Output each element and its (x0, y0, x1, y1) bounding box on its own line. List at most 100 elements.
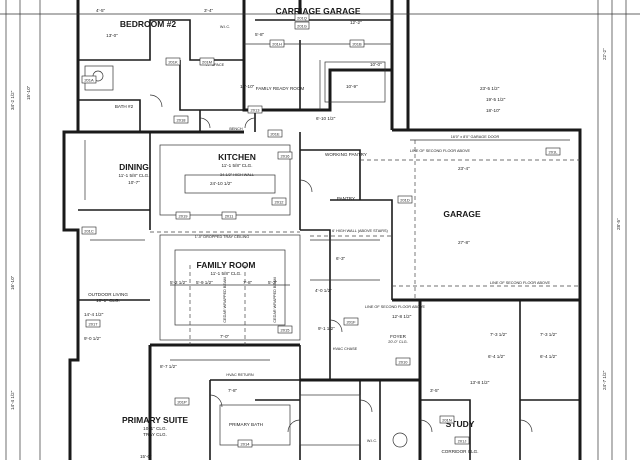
tag-2013: 2013 (247, 105, 263, 114)
note-second-floor-1: LINE OF SECOND FLOOR ABOVE (410, 149, 471, 153)
svg-text:201G: 201G (297, 24, 307, 29)
tag-201D: 201D (397, 195, 413, 204)
svg-text:2010: 2010 (399, 360, 409, 365)
room-outdoor-living-label: OUTDOOR LIVING (88, 292, 128, 297)
svg-text:201K: 201K (168, 60, 178, 65)
svg-text:2013: 2013 (251, 108, 261, 113)
dim-top-3: 12'-2" (350, 20, 362, 25)
svg-text:2015: 2015 (281, 328, 291, 333)
dim-family-5: 7'-0" (220, 334, 230, 339)
note-cedar-wrapped-1: CEDAR WRAPPED BEAM (223, 277, 227, 322)
dim-kitchen-width: 24'-10 1/2" (210, 181, 232, 186)
note-wic-top: W.I.C. (220, 25, 230, 29)
room-bedroom-2-label: BEDROOM #2 (120, 19, 176, 29)
dim-right-3: 24'-7 1/2" (602, 370, 607, 390)
note-hvac-chase: HVAC CHASE (333, 347, 358, 351)
dim-foyer-width: 12'-8 1/2" (392, 314, 412, 319)
tag-201M: 201M (199, 57, 215, 66)
dim-top-4: 5'-8" (255, 32, 265, 37)
room-kitchen-ceiling: 11'-1 5/8" CLG. (221, 163, 252, 168)
svg-text:2017: 2017 (89, 322, 99, 327)
note-second-floor-3: LINE OF SECOND FLOOR ABOVE (365, 305, 426, 309)
room-pantry-label: PANTRY (337, 196, 355, 201)
dim-mid-3: 6'-3" (336, 256, 346, 261)
note-high-wall-stairs: 6' HIGH WALL (ABOVE STAIRS) (332, 229, 388, 233)
tag-201J: 201J (454, 436, 470, 445)
svg-text:201H: 201H (272, 42, 282, 47)
svg-text:2014: 2014 (241, 442, 251, 447)
svg-text:201D: 201D (400, 198, 410, 203)
dim-outdoor-2: 9'-0 1/2" (84, 336, 101, 341)
room-outdoor-living-ceiling: 10'-1" CLG. (96, 298, 120, 303)
svg-text:201F: 201F (346, 320, 356, 325)
svg-text:2011: 2011 (225, 214, 234, 219)
dim-suite-width: 15'-0" (140, 454, 152, 459)
dim-mid-1: 9'-1 1/2" (318, 326, 335, 331)
svg-text:201N: 201N (442, 418, 452, 423)
dim-top-6: 14'-10" (240, 84, 255, 89)
tag-2012: 2012 (271, 197, 287, 206)
svg-text:201Q: 201Q (297, 16, 307, 21)
tag-201F: 201F (343, 317, 359, 326)
svg-text:201M: 201M (202, 60, 212, 65)
tag-2015: 2015 (277, 325, 293, 334)
dim-suite-1: 8'-7 1/2" (160, 364, 177, 369)
room-bath-2-label: BATH #2 (115, 104, 134, 109)
note-garage-door: 16'0" x 8'0" GARAGE DOOR (451, 135, 500, 139)
note-half-high-wall: 34-1/2" HIGH WALL (220, 173, 254, 177)
svg-text:201A: 201A (84, 78, 94, 83)
room-family-room-label: FAMILY ROOM (196, 260, 255, 270)
svg-text:201B: 201B (352, 42, 362, 47)
dimension-strings: 4'-5" 3'-4" 12'-2" 5'-8" 10'-0" 14'-10" … (10, 8, 621, 459)
tag-201E: 201E (267, 129, 283, 138)
dim-mid-6: 6'-4 1/2" (488, 354, 505, 359)
room-primary-suite-tray: TRAY CLG. (143, 432, 167, 437)
dim-outdoor-1: 14'-4 1/2" (84, 312, 104, 317)
svg-text:201L: 201L (549, 150, 559, 155)
room-foyer-label: FOYER (390, 334, 407, 339)
note-bench: BENCH (229, 127, 243, 131)
room-labels: BEDROOM #2 13'-0" CARRIAGE GARAGE BATH #… (88, 6, 481, 454)
tag-2018: 2018 (173, 115, 189, 124)
dim-mid-8: 3'-5" (430, 388, 440, 393)
room-foyer-ceiling: 20'-0" CLG. (388, 340, 408, 344)
dim-mid-2: 4'-0 1/2" (315, 288, 332, 293)
svg-text:2018: 2018 (177, 118, 187, 123)
room-primary-suite-label: PRIMARY SUITE (122, 415, 188, 425)
room-dining-ceiling: 11'-1 5/8" CLG. (118, 173, 149, 178)
room-family-ready-label: FAMILY READY ROOM (256, 86, 305, 91)
svg-text:201E: 201E (270, 132, 280, 137)
door-swings (149, 94, 533, 433)
dim-left-1: 34'-2 1/2" (10, 90, 15, 110)
dim-family-4: 5'-3" (268, 280, 278, 285)
dim-mid-5: 6'-4 1/2" (540, 354, 557, 359)
room-bedroom-2-size: 13'-0" (106, 33, 118, 38)
opening-tags: 201A 201B 201C 201D 201E 201F 201G 201H … (81, 13, 561, 448)
dim-top-11: 6'-10 1/2" (316, 116, 336, 121)
note-hvac-return: HVAC RETURN (226, 373, 253, 377)
room-primary-bath-label: PRIMARY BATH (229, 422, 263, 427)
svg-text:2019: 2019 (179, 214, 189, 219)
dim-right-2: 28'-5" (616, 218, 621, 230)
tag-201L: 201L (545, 147, 561, 156)
room-carriage-garage-label: CARRIAGE GARAGE (275, 6, 360, 16)
tag-201B: 201B (349, 39, 365, 48)
interior-walls (78, 19, 580, 460)
tag-201G: 201G (294, 21, 310, 30)
dim-study-width: 13'-8 1/2" (470, 380, 490, 385)
svg-text:2012: 2012 (275, 200, 285, 205)
dim-top-7: 10'-9" (346, 84, 358, 89)
room-primary-suite-ceiling: 10'-1" CLG. (143, 426, 167, 431)
dim-top-10: 18'-10" (486, 108, 501, 113)
room-study-ceiling: CORRIDOR CLG. (441, 449, 478, 454)
tag-201Q: 201Q (294, 13, 310, 22)
dim-garage-width: 23'-4" (458, 166, 470, 171)
dim-left-4: 16'-10" (10, 275, 15, 290)
svg-text:201C: 201C (84, 229, 94, 234)
dim-top-9: 19'-5 1/2" (486, 97, 506, 102)
room-dining-size: 10'-7" (128, 180, 140, 185)
tag-201N: 201N (439, 415, 455, 424)
svg-text:201J: 201J (458, 439, 467, 444)
dim-left-2: 15'-10" (26, 85, 31, 100)
